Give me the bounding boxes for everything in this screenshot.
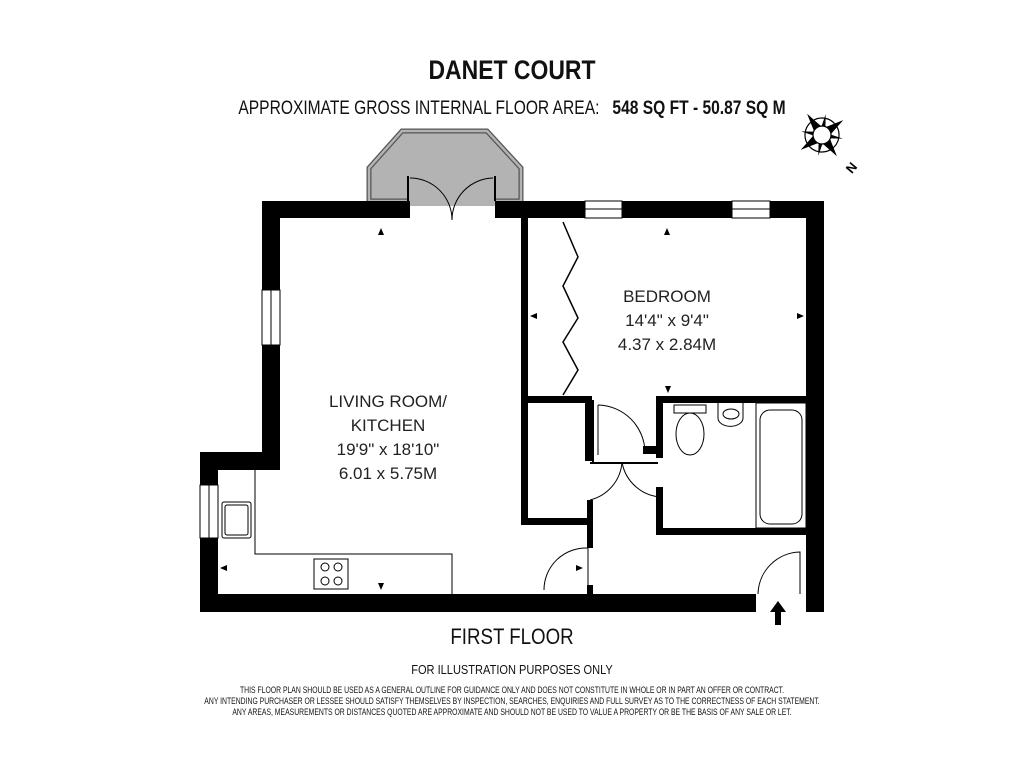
interior-doors[interactable]	[543, 404, 801, 595]
area-separator: -	[692, 98, 699, 119]
living-name-2: KITCHEN	[351, 416, 426, 435]
disclaimer-line: THIS FLOOR PLAN SHOULD BE USED AS A GENE…	[239, 685, 785, 696]
north-label: N	[843, 159, 861, 176]
illustration-note: FOR ILLUSTRATION PURPOSES ONLY	[411, 662, 613, 677]
bath-icon	[755, 402, 807, 529]
living-name-1: LIVING ROOM/	[329, 392, 447, 411]
basin-icon	[717, 403, 744, 427]
dimension-markers	[220, 228, 804, 590]
area-label: APPROXIMATE GROSS INTERNAL FLOOR AREA:	[238, 98, 600, 119]
bedroom-label: BEDROOM 14'4" x 9'4" 4.37 x 2.84M	[618, 287, 716, 354]
bedroom-name: BEDROOM	[623, 287, 711, 306]
kitchen-units	[221, 470, 453, 594]
plan-title: DANET COURT	[428, 55, 596, 85]
sink-icon	[221, 501, 252, 539]
entrance-arrow-icon	[770, 601, 786, 625]
french-doors[interactable]	[409, 177, 494, 221]
toilet-icon	[675, 412, 705, 456]
bedroom-imperial: 14'4" x 9'4"	[625, 311, 709, 330]
bathroom-fixtures	[673, 402, 807, 529]
living-metric: 6.01 x 5.75M	[339, 464, 437, 483]
floor-label: FIRST FLOOR	[450, 624, 574, 649]
bedroom-metric: 4.37 x 2.84M	[618, 335, 716, 354]
interior-walls	[521, 218, 806, 599]
wardrobe-doors[interactable]	[562, 221, 579, 396]
toilet-cistern	[673, 404, 707, 414]
area-sqft: 548 SQ FT	[612, 98, 689, 119]
living-imperial: 19'9" x 18'10"	[337, 440, 440, 459]
living-room-label: LIVING ROOM/ KITCHEN 19'9" x 18'10" 6.01…	[329, 392, 447, 483]
compass-rose-icon	[800, 113, 844, 157]
disclaimer-line: ANY INTENDING PURCHASER OR LESSEE SHOULD…	[204, 696, 820, 707]
area-sqm: 50.87 SQ M	[702, 98, 786, 119]
exterior-walls	[200, 201, 824, 612]
disclaimer-line: ANY AREAS, MEASUREMENTS OR DISTANCES QUO…	[232, 707, 792, 718]
bay-balcony	[366, 128, 524, 206]
hob-icon	[313, 558, 349, 590]
floor-area: APPROXIMATE GROSS INTERNAL FLOOR AREA: 5…	[92, 98, 932, 120]
windows	[199, 200, 771, 539]
